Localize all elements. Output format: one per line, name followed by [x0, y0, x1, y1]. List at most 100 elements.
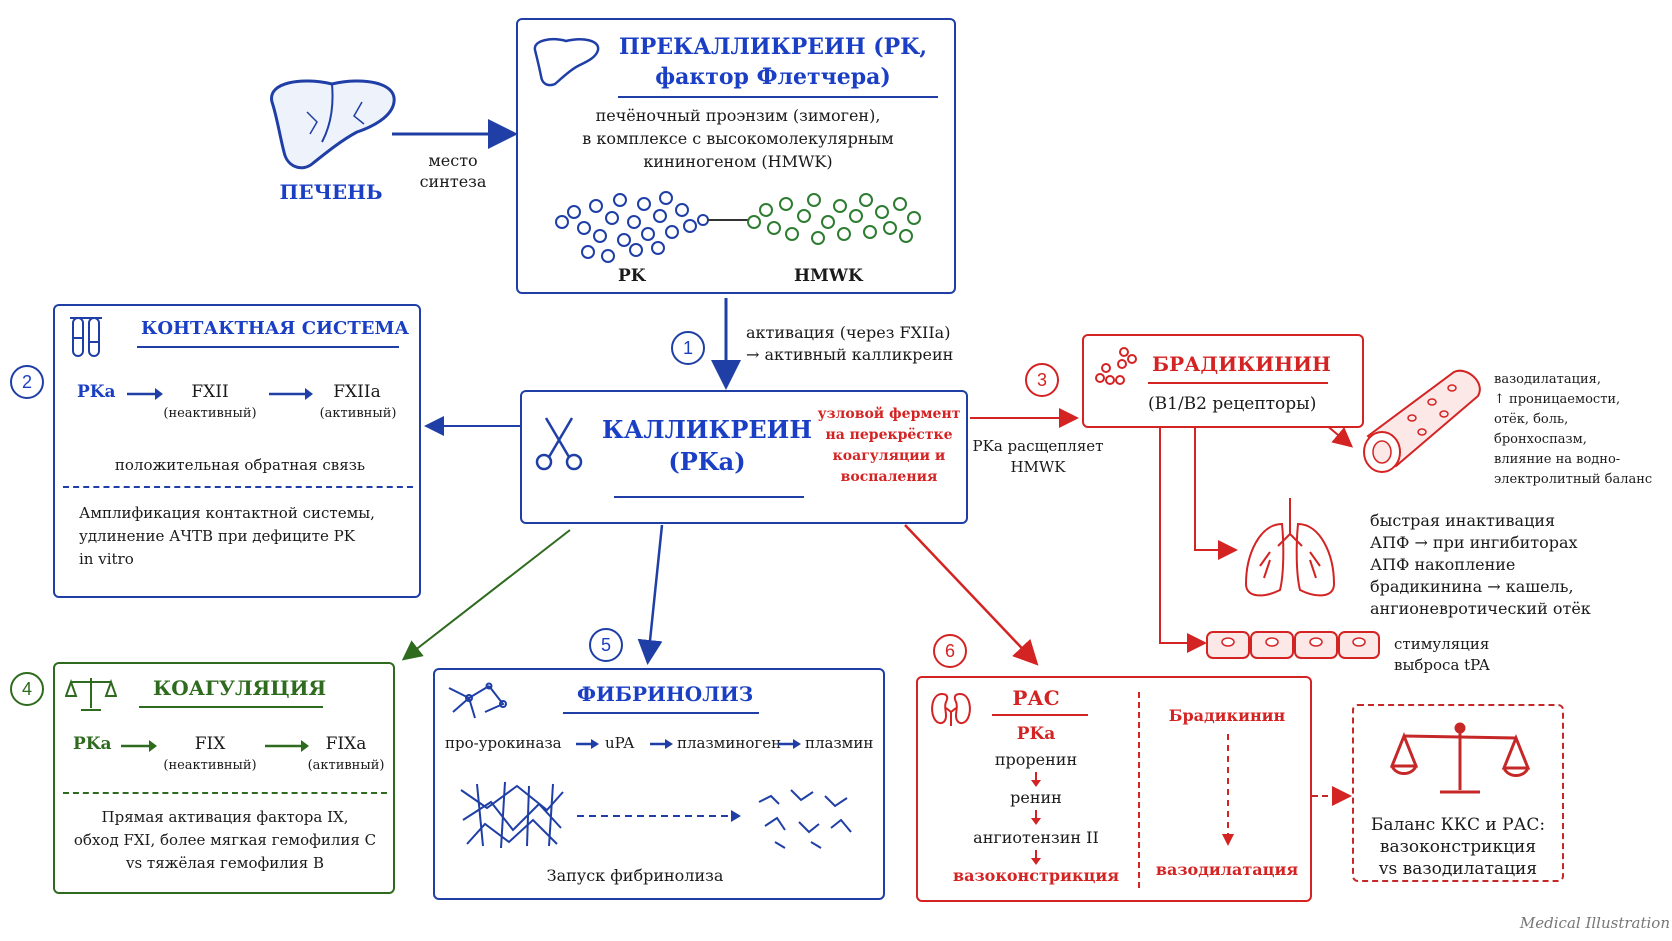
coag-arrow-2	[265, 740, 309, 752]
step-6-badge: 6	[933, 634, 967, 668]
contact-title: КОНТАКТНАЯ СИСТЕМА	[141, 318, 410, 339]
ras-arrow-3	[1031, 850, 1041, 865]
arrow-pka-to-fibrin	[637, 524, 664, 665]
kallikrein-title: КАЛЛИКРЕИН (PKa)	[601, 415, 813, 476]
liver-arrow-label: место синтеза	[419, 151, 487, 191]
contact-fxiia-sub: (активный)	[319, 406, 397, 421]
fibrin-arrow-1	[576, 739, 599, 749]
liver-icon	[262, 72, 402, 176]
bradykinin-sub: (B1/B2 рецепторы)	[1148, 394, 1317, 414]
kidneys-icon	[928, 688, 974, 732]
fibrin-fragments-icon	[755, 782, 855, 856]
fibrin-chain-2: плазминоген	[677, 734, 782, 752]
test-tubes-icon	[67, 312, 107, 364]
coagulation-box: КОАГУЛЯЦИЯ PKa FIX (неактивный) FIXa (ак…	[53, 662, 395, 894]
contact-separator	[63, 486, 413, 488]
ras-title: РАС	[1012, 686, 1060, 710]
coagulation-title: КОАГУЛЯЦИЯ	[153, 676, 327, 700]
coag-fixa-sub: (активный)	[307, 758, 385, 773]
fibrin-chain-1: uPA	[605, 734, 635, 752]
coagulation-underline	[139, 706, 323, 708]
contact-underline	[137, 346, 399, 348]
cells-text: стимуляция выброса tPA	[1394, 635, 1490, 674]
ras-bradykinin: Брадикинин	[1168, 706, 1286, 725]
fibrinolysis-title: ФИБРИНОЛИЗ	[577, 682, 754, 706]
liver-small-icon	[530, 34, 602, 92]
ras-arrow-2	[1031, 810, 1041, 825]
prekallikrein-title-underline	[618, 96, 938, 98]
kallikrein-underline	[614, 496, 804, 498]
bradykinin-title: БРАДИКИНИН	[1152, 352, 1331, 376]
contact-pka: PKa	[77, 382, 116, 402]
pk-hmwk-molecule-icon	[548, 182, 928, 276]
step-3-badge: 3	[1025, 363, 1059, 397]
ras-box: РАС PKa проренин ренин ангиотензин II ва…	[916, 676, 1312, 902]
arrow-pka-to-coag	[401, 529, 571, 661]
contact-feedback: положительная обратная связь	[114, 456, 366, 474]
endothelial-cells-icon	[1205, 628, 1381, 666]
ras-chain-2: ангиотензин II	[973, 828, 1099, 847]
blood-vessel-icon	[1356, 366, 1490, 480]
coag-desc: Прямая активация фактора IX, обход FXI, …	[73, 808, 377, 872]
bradykinin-box: БРАДИКИНИН (B1/B2 рецепторы)	[1082, 334, 1364, 428]
ras-chain-0: проренин	[994, 750, 1078, 769]
lungs-text: быстрая инактивация АПФ → при ингибитора…	[1370, 511, 1591, 618]
hmwk-label: HMWK	[794, 266, 863, 286]
fibrinolysis-box: ФИБРИНОЛИЗ про-урокиназа uPA плазминоген…	[433, 668, 885, 900]
ras-result-left: вазоконстрикция	[952, 866, 1120, 885]
pk-label: PK	[618, 266, 646, 286]
contact-arrow-2	[269, 388, 313, 400]
footer-credit: Medical Illustration	[1519, 914, 1670, 932]
vessel-effects-text: вазодилатация, ↑ проницаемости, отёк, бо…	[1494, 372, 1653, 487]
fibrin-dashed-arrow	[577, 810, 741, 822]
arrow-pka-to-ras	[904, 524, 1039, 666]
fibrin-mesh-icon	[457, 780, 567, 854]
fibrin-chain-3: плазмин	[805, 734, 874, 752]
scales-icon	[64, 674, 118, 718]
fibrin-chain-0: про-урокиназа	[445, 734, 562, 752]
prekallikrein-title: ПРЕКАЛЛИКРЕИН (PK, фактор Флетчера)	[619, 34, 927, 90]
prekallikrein-desc: печёночный проэнзим (зимоген), в комплек…	[582, 106, 894, 171]
ras-chain-1: ренин	[1010, 788, 1062, 807]
contact-fxii: FXII	[191, 382, 229, 402]
step-1-badge: 1	[671, 331, 705, 365]
contact-system-box: КОНТАКТНАЯ СИСТЕМА PKa FXII (неактивный)…	[53, 304, 421, 598]
ras-underline	[992, 714, 1088, 716]
coag-fixa: FIXa	[325, 734, 367, 754]
step-2-badge: 2	[10, 365, 44, 399]
fibrin-network-icon	[445, 678, 509, 728]
liver-label: ПЕЧЕНЬ	[279, 180, 383, 204]
fibrin-arrow-2	[650, 739, 673, 749]
step-5-badge: 5	[589, 628, 623, 662]
contact-arrow-1	[127, 388, 163, 400]
lungs-icon	[1240, 494, 1340, 608]
peptide-chain-icon	[1094, 346, 1140, 396]
coag-fix: FIX	[194, 734, 226, 754]
fibrinolysis-caption: Запуск фибринолиза	[546, 866, 724, 885]
balance-scales-icon	[1389, 720, 1531, 804]
coag-fix-sub: (неактивный)	[163, 758, 257, 773]
bradykinin-cleave-text: PKa расщепляет HMWK	[972, 437, 1104, 476]
fibrin-arrow-3	[778, 739, 801, 749]
step-1-text: активация (через FXIIa) → активный калли…	[746, 323, 954, 364]
kallikrein-note: узловой фермент на перекрёстке коагуляци…	[817, 406, 961, 485]
brady-to-lungs	[1194, 428, 1238, 560]
ras-result-right: вазодилатация	[1155, 860, 1299, 879]
brady-to-cells	[1159, 428, 1207, 653]
fibrinolysis-underline	[563, 712, 759, 714]
balance-text: Баланс ККС и РАС: вазоконстрикция vs ваз…	[1370, 815, 1546, 879]
step-4-badge: 4	[10, 672, 44, 706]
contact-desc: Амплификация контактной системы, удлинен…	[79, 504, 375, 568]
bradykinin-underline	[1148, 382, 1328, 384]
prekallikrein-box: ПРЕКАЛЛИКРЕИН (PK, фактор Флетчера) печё…	[516, 18, 956, 294]
ras-arrow-1	[1031, 772, 1041, 787]
coag-pka: PKa	[73, 734, 112, 754]
kallikrein-box: КАЛЛИКРЕИН (PKa) узловой фермент на пере…	[520, 390, 968, 524]
balance-box: Баланс ККС и РАС: вазоконстрикция vs ваз…	[1352, 704, 1564, 882]
contact-fxii-sub: (неактивный)	[163, 406, 257, 421]
coag-arrow-1	[121, 740, 157, 752]
ras-pka: PKa	[1016, 724, 1056, 744]
contact-fxiia: FXIIa	[333, 382, 381, 402]
coag-separator	[63, 792, 387, 794]
